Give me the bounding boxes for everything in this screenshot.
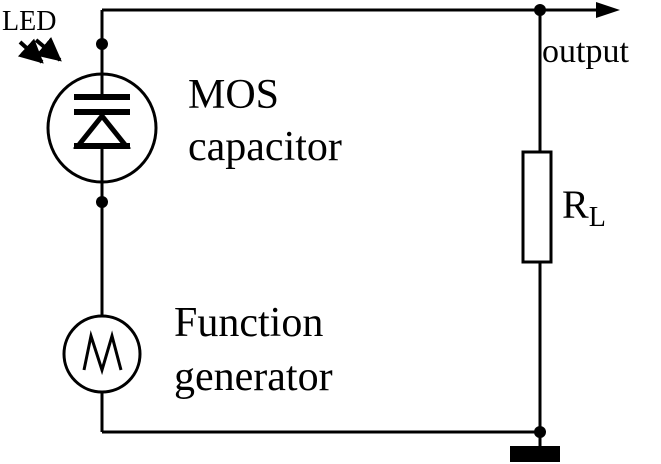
top-wire (102, 2, 620, 18)
load-resistor-label-main: R (562, 182, 589, 227)
junction-dot-mid-left (96, 196, 108, 208)
load-resistor (521, 150, 553, 264)
output-label: output (542, 33, 629, 70)
load-resistor-label-sub: L (589, 202, 606, 233)
mos-label-line2: capacitor (188, 124, 342, 170)
ground-icon (510, 446, 560, 462)
junction-dot-top-left (96, 38, 108, 50)
sawtooth-wave-icon (82, 330, 123, 376)
junction-dot-top-right (534, 4, 546, 16)
mos-label-line1: MOS (188, 72, 279, 118)
generator-label-line1: Function (174, 300, 323, 346)
light-arrows-icon (17, 36, 62, 64)
load-resistor-label: RL (562, 182, 606, 233)
generator-label-line2: generator (174, 354, 333, 400)
led-label: LED (2, 6, 56, 37)
function-generator-symbol (62, 314, 142, 394)
mos-capacitor-symbol (46, 72, 158, 184)
